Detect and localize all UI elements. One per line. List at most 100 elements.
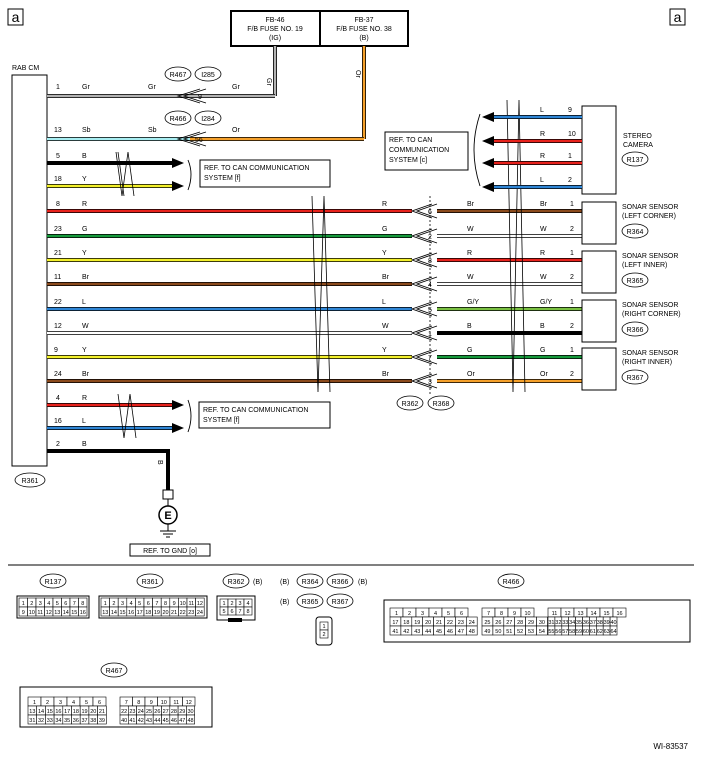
wire-23-far-right: W bbox=[540, 226, 547, 233]
can-ref-upper-line1: REF. TO CAN COMMUNICATION bbox=[204, 165, 309, 172]
can-ref-lower-line2: SYSTEM [f] bbox=[203, 417, 240, 424]
can-ref-camera-line1: REF. TO CAN bbox=[389, 137, 432, 144]
legend-r361-pin-9: 9 bbox=[173, 601, 176, 607]
legend-r467-pin-4: 4 bbox=[72, 700, 75, 706]
wire-22-sensor-pin: 1 bbox=[570, 299, 574, 306]
legend-r467-pin-20: 20 bbox=[90, 709, 96, 715]
legend-r137-pin-14: 14 bbox=[63, 610, 69, 616]
camera-wire-arrow bbox=[482, 112, 494, 122]
legend-r361-pin-22: 22 bbox=[180, 610, 186, 616]
legend-r466-pin-12: 12 bbox=[564, 611, 570, 617]
legend-r362: R362 bbox=[228, 579, 245, 586]
legend-r367-oval bbox=[326, 593, 354, 609]
legend-r467-pin-7: 7 bbox=[125, 700, 128, 706]
wire-12-label-right: W bbox=[382, 323, 389, 330]
legend-r365: R365 bbox=[302, 599, 319, 606]
legend-r361-pin-8: 8 bbox=[164, 601, 167, 607]
wire-21-pin: 21 bbox=[54, 250, 62, 257]
legend-r466-pin-33: 33 bbox=[562, 620, 568, 626]
sensor-connector-oval bbox=[621, 272, 649, 288]
legend-r137-pin-8: 8 bbox=[81, 601, 84, 607]
legend-r466-pin-21: 21 bbox=[436, 620, 442, 626]
legend-r137-pin-1: 1 bbox=[22, 601, 25, 607]
wire-8-sensor-pin: 1 bbox=[570, 201, 574, 208]
sonar-sensor-box bbox=[581, 299, 617, 343]
legend-r137-pin-4: 4 bbox=[47, 601, 50, 607]
legend-r466-pin-2: 2 bbox=[408, 611, 411, 617]
legend-r467-pin-10: 10 bbox=[161, 700, 167, 706]
wire-12-far-right: B bbox=[540, 323, 545, 330]
legend-r466-pin-19: 19 bbox=[414, 620, 420, 626]
legend-r467-pin-39: 39 bbox=[99, 718, 105, 724]
legend-r361-pin-1: 1 bbox=[104, 601, 107, 607]
legend-r137-pin-11: 11 bbox=[37, 610, 43, 616]
legend-r466-pin-58: 58 bbox=[569, 629, 575, 635]
legend-r362-pin-1: 1 bbox=[222, 601, 225, 607]
legend-sensor-cell bbox=[319, 629, 329, 639]
sensor-label-1: SONAR SENSOR bbox=[622, 350, 678, 357]
legend-r466-pin-59: 59 bbox=[576, 629, 582, 635]
wire-21-label-right: Y bbox=[382, 250, 387, 257]
legend-r467-pin-42: 42 bbox=[138, 718, 144, 724]
camera-wire-2-color: L bbox=[540, 177, 544, 184]
legend-r467-pin-30: 30 bbox=[187, 709, 193, 715]
wire-21-color: Y bbox=[82, 250, 87, 257]
sensor-label-2: (RIGHT INNER) bbox=[622, 359, 672, 366]
wire-21-far-right: R bbox=[540, 250, 545, 257]
wire-23-pin: 23 bbox=[54, 226, 62, 233]
wire-24-far-left: Or bbox=[467, 371, 475, 378]
legend-r361-pin-15: 15 bbox=[119, 610, 125, 616]
sensor-label-1: SONAR SENSOR bbox=[622, 204, 678, 211]
camera-wire-arrow bbox=[482, 182, 494, 192]
legend-r364: R364 bbox=[302, 579, 319, 586]
legend-r467-pin-16: 16 bbox=[55, 709, 61, 715]
legend-r466-pin-55: 55 bbox=[548, 629, 554, 635]
legend-r361-pin-12: 12 bbox=[197, 601, 203, 607]
can-ref-camera-line3: SYSTEM [c] bbox=[389, 157, 427, 164]
connector-i285-tag: I285 bbox=[201, 72, 215, 79]
page-marker-left: a bbox=[12, 9, 20, 25]
legend-r361-pin-11: 11 bbox=[188, 601, 194, 607]
joint-connector-r362: R362 bbox=[402, 401, 419, 408]
sensor-connector: R365 bbox=[627, 278, 644, 285]
wire-9-far-left: G bbox=[467, 347, 472, 354]
legend-r466-cell bbox=[609, 625, 618, 636]
legend-r466-pin-1: 1 bbox=[395, 611, 398, 617]
legend-r467-pin-46: 46 bbox=[171, 718, 177, 724]
wire-11-sensor-pin: 2 bbox=[570, 274, 574, 281]
legend-r467-pin-12: 12 bbox=[186, 700, 192, 706]
legend-r466-pin-9: 9 bbox=[513, 611, 516, 617]
legend-r466-pin-3: 3 bbox=[421, 611, 424, 617]
legend-r466-pin-54: 54 bbox=[539, 629, 545, 635]
legend-sensor-pin-2: 2 bbox=[322, 632, 325, 638]
wire-24-sensor-pin: 2 bbox=[570, 371, 574, 378]
legend-r466-pin-26: 26 bbox=[495, 620, 501, 626]
legend-r361-pin-16: 16 bbox=[128, 610, 134, 616]
wire-13-label-left: Sb bbox=[148, 127, 157, 134]
fuse-38-line1: FB-37 bbox=[354, 17, 373, 24]
legend-r467-pin-9: 9 bbox=[150, 700, 153, 706]
joint-pin-3: 3 bbox=[428, 379, 432, 386]
wire-13-color: Sb bbox=[82, 127, 91, 134]
sensor-label-2: (RIGHT CORNER) bbox=[622, 311, 681, 318]
legend-r466-pin-38: 38 bbox=[597, 620, 603, 626]
sensor-connector-oval bbox=[621, 369, 649, 385]
sensor-connector: R364 bbox=[627, 229, 644, 236]
legend-r467-pin-35: 35 bbox=[64, 718, 70, 724]
legend-r466-pin-29: 29 bbox=[528, 620, 534, 626]
legend-r467-pin-23: 23 bbox=[129, 709, 135, 715]
wire-12-pin: 12 bbox=[54, 323, 62, 330]
legend-r362-cell bbox=[243, 606, 253, 616]
legend-r466-pin-53: 53 bbox=[528, 629, 534, 635]
legend-r137-pin-12: 12 bbox=[46, 610, 52, 616]
wire-11-far-left: W bbox=[467, 274, 474, 281]
legend-r137-pin-16: 16 bbox=[80, 610, 86, 616]
joint-connector-6 bbox=[410, 203, 438, 219]
sensor-label-2: (LEFT INNER) bbox=[622, 262, 667, 269]
legend-r361-oval bbox=[136, 573, 164, 589]
legend-r137-oval bbox=[39, 573, 67, 589]
legend-r361-pin-17: 17 bbox=[137, 610, 143, 616]
camera-wire-9-color: L bbox=[540, 107, 544, 114]
legend-r137-pin-6: 6 bbox=[64, 601, 67, 607]
